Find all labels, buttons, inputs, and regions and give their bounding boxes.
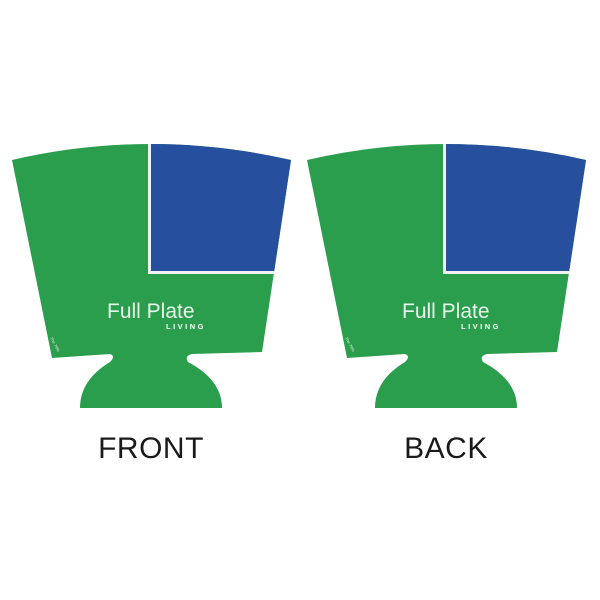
blue-panel <box>151 144 291 271</box>
divider-horizontal <box>148 271 291 274</box>
divider-vertical <box>148 144 151 274</box>
logo-main: Full Plate <box>402 300 490 323</box>
koozie-front: Full Plate LIVING The 79% <box>12 144 291 408</box>
koozie-back: Full Plate LIVING The 79% <box>307 144 586 408</box>
front-caption: FRONT <box>98 432 204 465</box>
logo-sub: LIVING <box>461 322 501 331</box>
back-caption: BACK <box>404 432 488 465</box>
divider-vertical <box>443 144 446 274</box>
logo-main: Full Plate <box>107 300 195 323</box>
divider-horizontal <box>443 271 586 274</box>
blue-panel <box>446 144 586 271</box>
logo-sub: LIVING <box>166 322 206 331</box>
